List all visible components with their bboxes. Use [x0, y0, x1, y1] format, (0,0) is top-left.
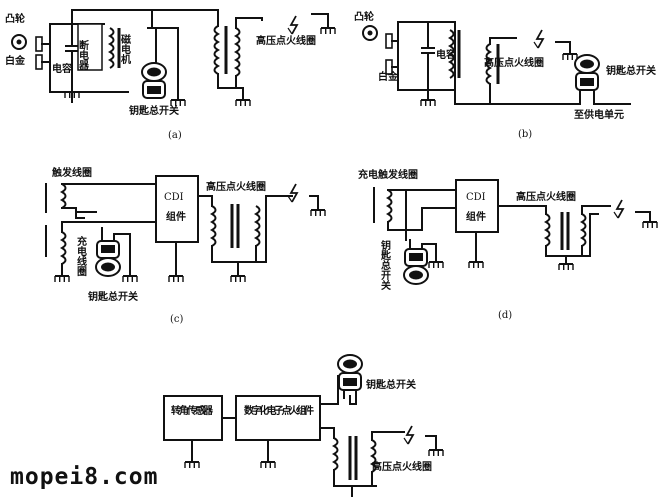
ground-icon	[260, 461, 276, 469]
ground-icon	[168, 275, 184, 283]
trigger-coil	[59, 183, 67, 209]
cam-icon	[362, 25, 378, 41]
cdi-box	[455, 179, 499, 233]
digital-module-label: 数字化电子点火组件	[244, 404, 314, 417]
capacitor-symbol	[421, 21, 435, 91]
cam-icon	[11, 34, 27, 50]
diagram-b: 凸轮 白金 电容 高压点火线圈 钥匙总开关 至供电单元 (b)	[354, 10, 656, 140]
spark-icon	[533, 29, 544, 49]
capacitor-label: 电容	[436, 48, 456, 61]
caption-c: (c)	[170, 314, 184, 325]
hv-coil-primary	[485, 43, 493, 85]
cdi-box	[155, 175, 199, 243]
angle-sensor-label: 转角传感器	[171, 404, 214, 417]
hv-coil-primary	[331, 437, 339, 471]
ground-icon	[468, 261, 484, 269]
magneto-coil	[107, 27, 115, 69]
key-switch-label: 钥匙总开关	[366, 378, 416, 391]
trigger-coil-label: 触发线圈	[51, 166, 92, 179]
breaker-box	[77, 23, 103, 71]
assembly-label: 组件	[466, 210, 486, 223]
caption-b: (b)	[518, 129, 532, 140]
diagram-d: 充电触发线圈 钥匙总开关 CDI 组件 高压点火线圈 (d)	[358, 168, 658, 321]
capacitor-label: 电容	[52, 62, 72, 75]
hv-coil-primary	[213, 25, 221, 75]
key-switch-icon	[141, 62, 167, 99]
points-label: 白金	[5, 54, 26, 67]
caption-a: (a)	[168, 130, 182, 141]
cam-label: 凸轮	[5, 12, 25, 25]
ground-icon	[562, 53, 578, 61]
key-switch-icon	[574, 54, 600, 91]
hv-coil-label: 高压点火线圈	[372, 460, 432, 473]
hv-coil-label: 高压点火线圈	[256, 34, 316, 47]
breaker-label: 断电器	[77, 39, 90, 71]
cdi-label: CDI	[466, 192, 486, 203]
ground-icon	[428, 449, 444, 457]
magneto-coil-label: 磁电机	[119, 33, 131, 65]
key-switch-label: 钥匙总开关	[129, 104, 179, 117]
charge-coil	[59, 231, 67, 265]
ground-icon	[122, 275, 138, 283]
ground-icon	[230, 275, 246, 283]
digital-module-box	[235, 395, 321, 441]
magneto-coil	[447, 29, 455, 79]
watermark: mopei8.com	[10, 464, 158, 490]
hv-coil-secondary	[579, 213, 587, 247]
diagram-e: 转角传感器 数字化电子点火组件 钥匙总开关 高压点火线圈	[163, 354, 444, 497]
assembly-label: 组件	[166, 210, 186, 223]
key-switch-label: 钥匙总开关	[379, 239, 392, 291]
ground-icon	[235, 99, 251, 107]
cdi-label: CDI	[164, 192, 184, 203]
diagram-c: 触发线圈 充电线圈 钥匙总开关 CDI 组件 高压点火线圈 (c)	[45, 166, 326, 325]
key-switch-icon	[95, 240, 121, 277]
key-switch-label: 钥匙总开关	[606, 64, 656, 77]
to-power-label: 至供电单元	[574, 108, 624, 121]
key-switch-icon	[403, 248, 429, 285]
diagram-a: 断电器 磁电机 凸轮 白金 电容 钥匙总开关 高压点火线圈 (a)	[5, 9, 336, 141]
ground-icon	[642, 221, 658, 229]
key-switch-label: 钥匙总开关	[88, 290, 138, 303]
hv-coil-secondary	[233, 27, 241, 77]
hv-coil-label: 高压点火线圈	[516, 190, 576, 203]
hv-coil-primary	[543, 213, 551, 247]
spark-icon	[287, 15, 298, 35]
hv-coil-label: 高压点火线圈	[206, 180, 266, 193]
spark-icon	[613, 199, 624, 219]
capacitor-symbol	[65, 23, 79, 93]
points-label: 白金	[378, 70, 399, 83]
spark-icon	[403, 425, 414, 445]
ground-icon	[54, 275, 70, 283]
ground-icon	[310, 209, 326, 217]
spark-icon	[287, 183, 298, 203]
hv-coil-label: 高压点火线圈	[484, 56, 544, 69]
ground-icon	[320, 27, 336, 35]
charge-trigger-coil-label: 充电触发线圈	[358, 168, 418, 181]
caption-d: (d)	[498, 310, 512, 321]
ground-icon	[558, 263, 574, 271]
hv-coil-secondary	[369, 439, 377, 473]
hv-coil-primary	[209, 205, 217, 247]
charge-trigger-coil	[385, 189, 393, 223]
hv-coil-secondary	[253, 205, 261, 247]
key-switch-icon	[337, 354, 363, 391]
charge-coil-label: 充电线圈	[75, 235, 87, 277]
ground-icon	[428, 261, 444, 269]
cam-label: 凸轮	[354, 10, 374, 23]
angle-sensor-box	[163, 395, 223, 441]
ground-icon	[184, 461, 200, 469]
